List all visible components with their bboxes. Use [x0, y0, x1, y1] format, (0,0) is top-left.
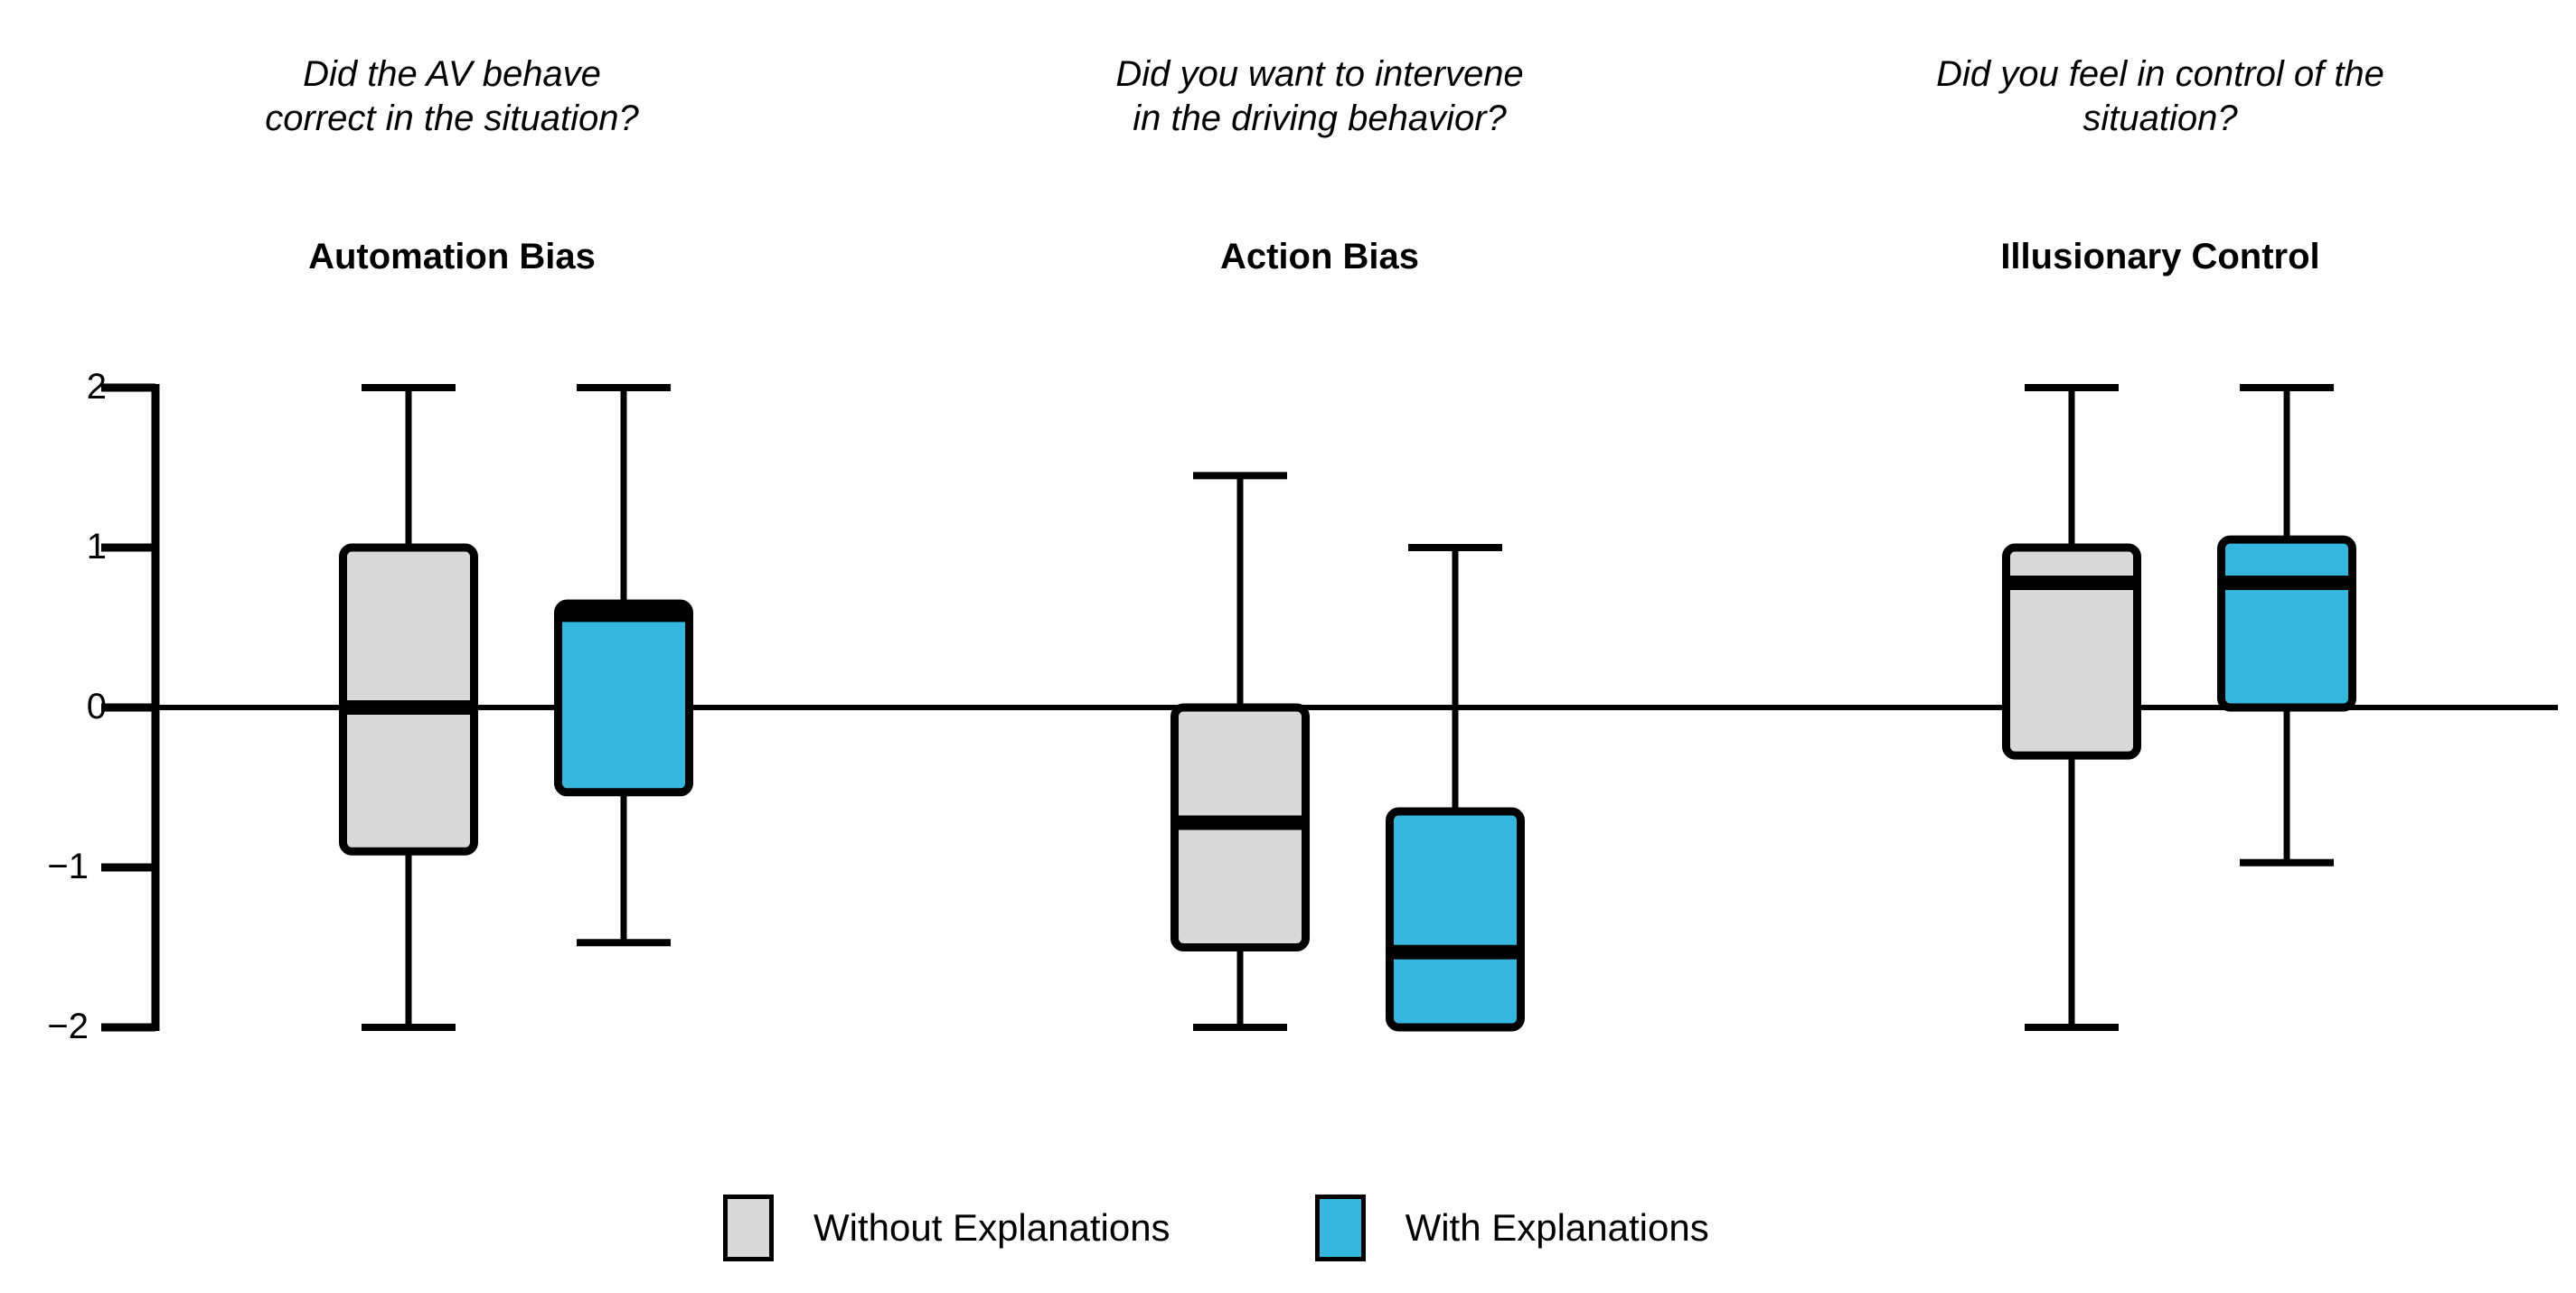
y-tick-label-neg2: −2 [47, 1007, 89, 1046]
legend-label-with-explanations: With Explanations [1405, 1206, 1709, 1249]
legend-swatch-blue [1314, 1195, 1366, 1261]
box-action-bias-with-explanations [1386, 807, 1525, 1032]
panel-question-automation-bias: Did the AV behave correct in the situati… [265, 54, 639, 138]
box-illusionary-control-with-explanations [2217, 535, 2356, 712]
legend-item-with-explanations: With Explanations [1314, 1195, 1709, 1261]
panel-title-illusionary-control: Illusionary Control [2000, 237, 2320, 276]
y-tick-label-0: 0 [86, 687, 107, 726]
legend-swatch-grey [723, 1195, 774, 1261]
panel-question-illusionary-control: Did you feel in control of the situation… [1936, 54, 2384, 138]
legend: Without Explanations With Explanations [723, 1195, 1709, 1261]
box-illusionary-control-without-explanations [2002, 543, 2141, 760]
box-automation-bias-without-explanations [339, 543, 478, 856]
legend-item-without-explanations: Without Explanations [723, 1195, 1170, 1261]
box-automation-bias-with-explanations [554, 599, 693, 797]
panel-title-action-bias: Action Bias [1219, 237, 1420, 276]
y-tick-label-1: 1 [86, 527, 107, 567]
panel-question-action-bias: Did you want to intervene in the driving… [1115, 54, 1524, 138]
y-tick-label-neg1: −1 [47, 847, 89, 886]
panel-title-automation-bias: Automation Bias [308, 237, 596, 276]
legend-label-without-explanations: Without Explanations [813, 1206, 1170, 1249]
y-tick-label-2: 2 [86, 367, 107, 407]
